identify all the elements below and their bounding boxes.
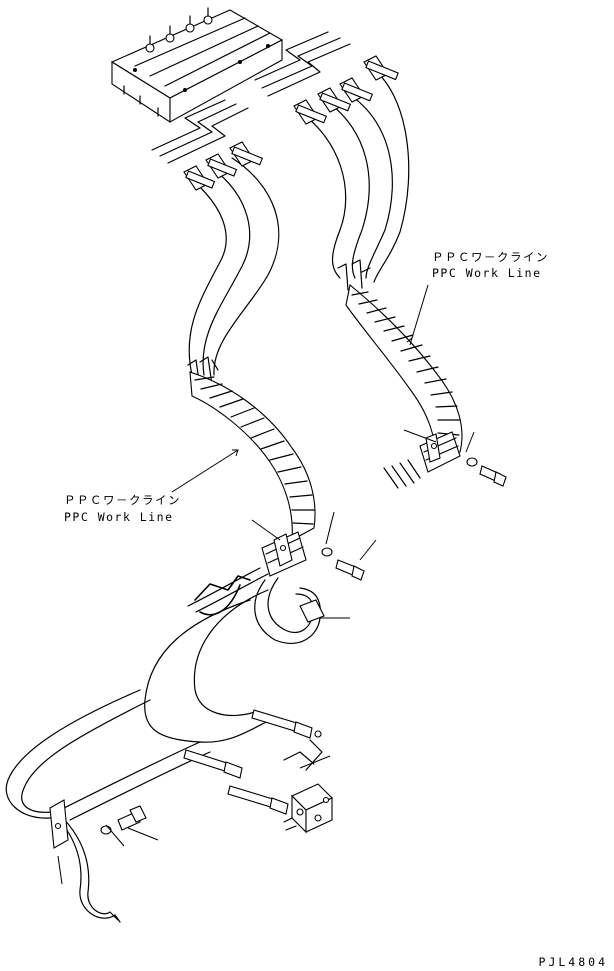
hose-fitting-left-3 [229,141,264,167]
hose-ends-right [383,431,461,489]
spiral-protector-left [189,371,316,541]
washer-middle [321,547,333,557]
pilot-valve-block [283,783,333,834]
lower-fittings-valve [183,709,333,834]
bolt-middle [335,559,365,581]
ppc-work-line-label-lower-jp: ＰＰＣワ－クライン [64,493,181,507]
control-valve-block [110,7,284,124]
hose-fitting-right-2 [317,87,352,113]
ppc-work-line-label-upper-en: PPC Work Line [432,266,542,280]
hose-fitting-left-1 [183,165,216,191]
ppc-work-line-label-upper-jp: ＰＰＣワ－クライン [432,250,549,264]
leader-lines [57,284,475,885]
clamp-right [425,433,441,463]
ppc-work-line-label-lower-en: PPC Work Line [64,510,174,524]
hose-clamp-loop [299,599,325,623]
lower-hose-loops [5,567,325,923]
right-hose-bundle [254,31,507,489]
clamp-middle-group [261,531,365,581]
hose-fitting-right-3 [339,77,374,103]
hose-fitting-right-1 [293,99,328,125]
drawing-number: PJL4804 [538,955,608,969]
hose-fitting-left-2 [205,153,238,179]
bolt-lower [117,805,147,831]
washer-lower [100,825,112,835]
bolt-right [479,465,507,487]
clamp-lower-left [49,799,69,849]
hose-fitting-right-4 [363,55,399,81]
left-hose-bundle [151,99,316,541]
washer-right [466,457,478,467]
